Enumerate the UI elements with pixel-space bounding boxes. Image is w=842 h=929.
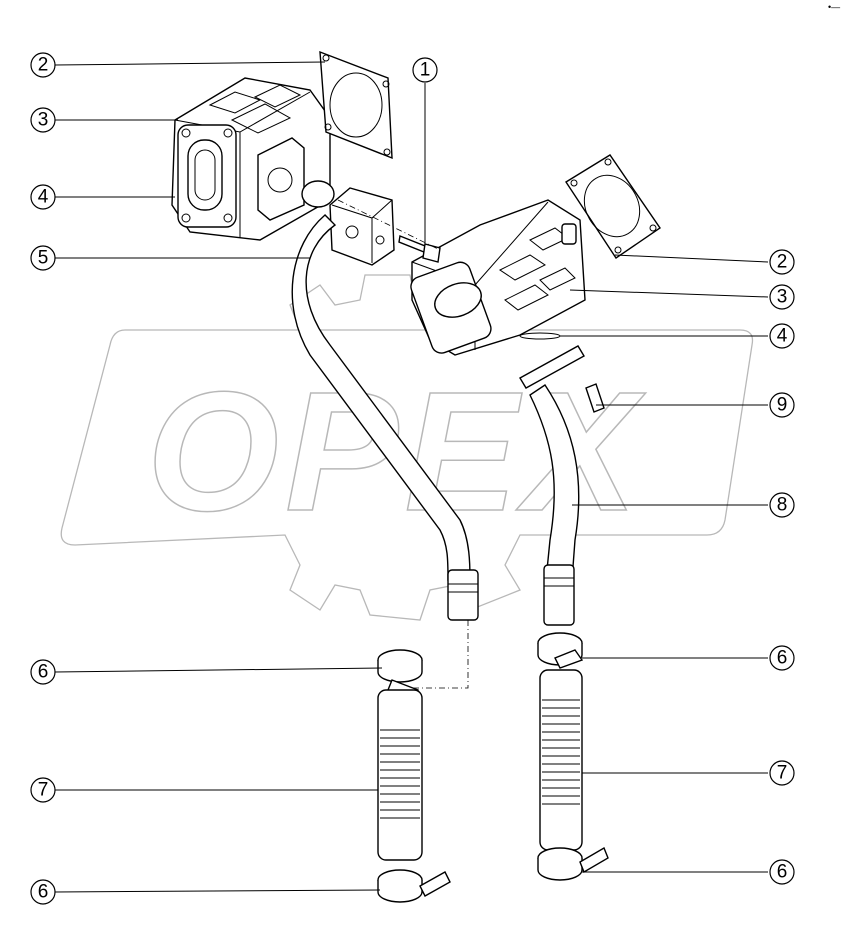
right-o-ring: [519, 332, 561, 340]
callout-4-left: 4: [30, 184, 56, 210]
leader-lines: [54, 61, 769, 893]
callout-8-label: 8: [777, 495, 788, 516]
callout-2-left-label: 2: [38, 55, 49, 76]
right-hose-assembly: [537, 632, 609, 881]
centerline-bolt: [337, 199, 441, 251]
callout-3-right-label: 3: [777, 287, 788, 308]
callout-5-label: 5: [38, 248, 49, 269]
callout-8: 8: [769, 492, 795, 518]
callout-9-label: 9: [777, 395, 788, 416]
callout-6-right-top: 6: [769, 645, 795, 671]
centerline-left: [400, 620, 469, 689]
callout-5: 5: [30, 245, 56, 271]
callout-3-left: 3: [30, 107, 56, 133]
right-gear-pump: [410, 199, 586, 356]
callout-9: 9: [769, 392, 795, 418]
callout-6-right-top-label: 6: [777, 648, 788, 669]
left-hose-assembly: [377, 649, 451, 903]
callout-2-right: 2: [769, 249, 795, 275]
callout-7-right: 7: [769, 760, 795, 786]
bolt: [398, 235, 441, 263]
elbow-pipe: [291, 187, 479, 621]
callout-6-right-bottom: 6: [769, 859, 795, 885]
right-flange-gasket: [565, 154, 661, 259]
callout-4-left-label: 4: [38, 187, 49, 208]
callout-7-right-label: 7: [777, 763, 788, 784]
callout-3-left-label: 3: [38, 110, 49, 131]
callout-7-left-label: 7: [38, 780, 49, 801]
callout-1-label: 1: [420, 60, 431, 81]
left-gear-pump: [171, 77, 331, 241]
callout-4-right: 4: [769, 323, 795, 349]
callout-6-left-bottom: 6: [30, 879, 56, 905]
callout-1: 1: [412, 57, 438, 83]
corner-mark: •—: [828, 2, 840, 12]
callout-7-left: 7: [30, 777, 56, 803]
callout-6-left-top-label: 6: [38, 662, 49, 683]
callout-2-right-label: 2: [777, 252, 788, 273]
callout-4-right-label: 4: [777, 326, 788, 347]
left-flange-gasket: [319, 50, 393, 160]
left-o-ring: [301, 180, 335, 208]
right-suction-pipe: [519, 345, 605, 626]
callout-2-left: 2: [30, 52, 56, 78]
callout-6-right-bottom-label: 6: [777, 862, 788, 883]
callout-6-left-bottom-label: 6: [38, 882, 49, 903]
callout-3-right: 3: [769, 284, 795, 310]
callout-6-left-top: 6: [30, 659, 56, 685]
